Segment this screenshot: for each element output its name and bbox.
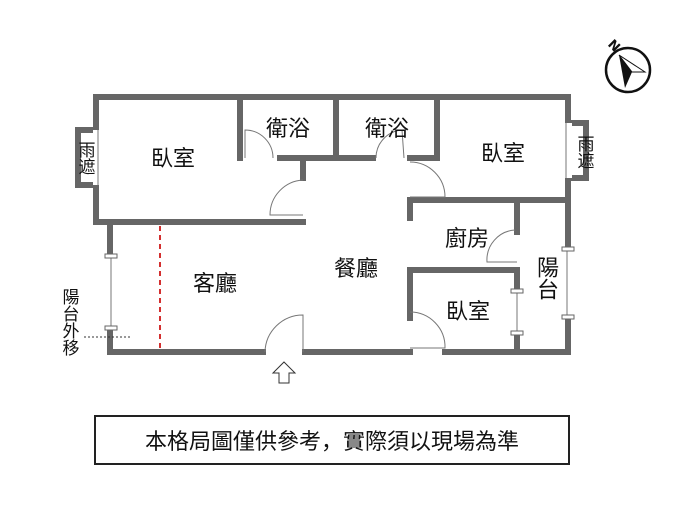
walls	[75, 94, 589, 355]
windows	[93, 123, 575, 336]
disclaimer-note: 本格局圖僅供參考，實際須以現場為準	[94, 415, 570, 465]
room-label-bathroom: 衛浴	[265, 117, 311, 142]
doors	[244, 129, 517, 353]
room-label-canopy: 雨遮	[573, 135, 594, 169]
room-label-bedroom: 臥室	[445, 300, 491, 325]
compass-icon: N	[604, 37, 652, 94]
room-label-bathroom: 衛浴	[364, 117, 410, 142]
room-label-kitchen: 廚房	[444, 227, 490, 252]
room-label-canopy: 雨遮	[74, 141, 95, 175]
balcony-moved-note: 陽台外移	[58, 288, 79, 356]
room-label-balcony: 陽台	[533, 256, 558, 300]
entrance-arrow-icon	[271, 361, 297, 384]
room-label-dining-room: 餐廳	[333, 257, 379, 282]
room-label-bedroom: 臥室	[150, 147, 196, 172]
room-label-living-room: 客廳	[192, 272, 238, 297]
room-label-bedroom: 臥室	[480, 142, 526, 167]
